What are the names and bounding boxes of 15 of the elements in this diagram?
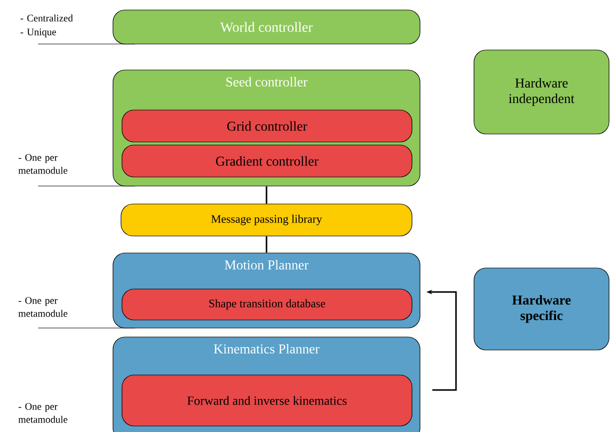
library-box: Message passing library [120, 204, 412, 236]
side-note: - Centralized [20, 14, 73, 22]
side-note: - One per metamodule [18, 297, 68, 317]
connector-line [266, 236, 268, 253]
controller-box: Grid controller [122, 110, 412, 142]
controller-box: Gradient controller [122, 144, 412, 178]
side-note: - One per metamodule [18, 154, 68, 174]
category-box: Hardware specific [474, 268, 610, 350]
connector-line [266, 186, 268, 204]
database-box: Shape transition database [122, 288, 412, 320]
side-note: - One per metamodule [18, 403, 68, 423]
side-note: - Unique [20, 28, 56, 38]
controller-box: World controller [112, 10, 420, 44]
kinematics-box: Forward and inverse kinematics [122, 374, 412, 426]
category-box: Hardware independent [474, 50, 610, 134]
